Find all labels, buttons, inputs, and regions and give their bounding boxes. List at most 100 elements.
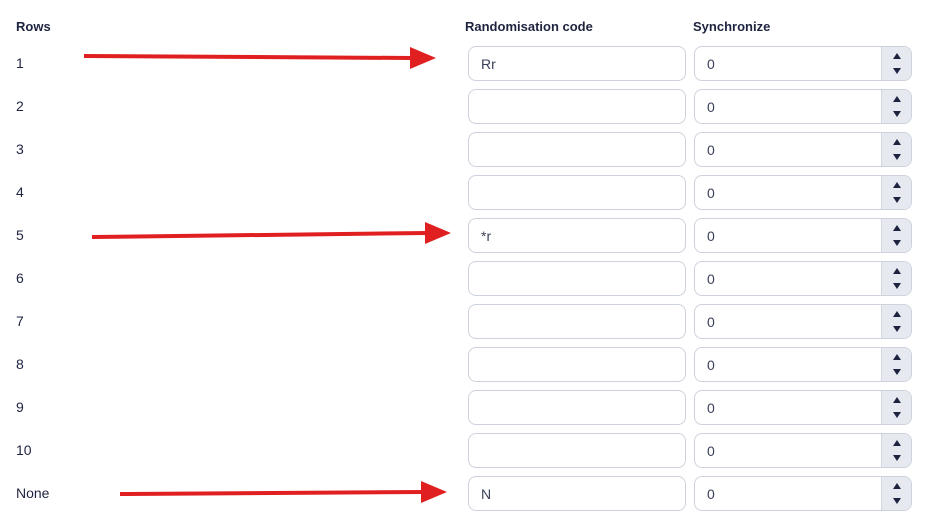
triangle-down-icon: [892, 369, 901, 375]
decrement-button[interactable]: [882, 63, 911, 79]
triangle-up-icon: [892, 268, 901, 274]
increment-button[interactable]: [882, 306, 911, 322]
triangle-up-icon: [892, 225, 901, 231]
increment-button[interactable]: [882, 263, 911, 279]
stepper-buttons: [881, 348, 911, 381]
stepper-buttons: [881, 219, 911, 252]
decrement-button[interactable]: [882, 149, 911, 165]
synchronize-input[interactable]: [695, 305, 881, 338]
increment-button[interactable]: [882, 349, 911, 365]
row-label: 4: [16, 184, 24, 200]
randomisation-code-input[interactable]: [468, 304, 686, 339]
table-row: 5: [0, 218, 934, 253]
synchronize-stepper[interactable]: [694, 433, 912, 468]
triangle-up-icon: [892, 483, 901, 489]
table-row: 10: [0, 433, 934, 468]
synchronize-stepper[interactable]: [694, 175, 912, 210]
synchronize-stepper[interactable]: [694, 46, 912, 81]
table-row: 2: [0, 89, 934, 124]
synchronize-stepper[interactable]: [694, 347, 912, 382]
triangle-up-icon: [892, 397, 901, 403]
stepper-buttons: [881, 262, 911, 295]
triangle-down-icon: [892, 326, 901, 332]
synchronize-input[interactable]: [695, 47, 881, 80]
synchronize-input[interactable]: [695, 477, 881, 510]
triangle-down-icon: [892, 111, 901, 117]
increment-button[interactable]: [882, 220, 911, 236]
increment-button[interactable]: [882, 134, 911, 150]
triangle-down-icon: [892, 412, 901, 418]
table-row: 6: [0, 261, 934, 296]
synchronize-stepper[interactable]: [694, 390, 912, 425]
stepper-buttons: [881, 90, 911, 123]
randomisation-code-input[interactable]: [468, 347, 686, 382]
row-label: 10: [16, 442, 32, 458]
triangle-up-icon: [892, 182, 901, 188]
synchronize-stepper[interactable]: [694, 89, 912, 124]
synchronize-stepper[interactable]: [694, 261, 912, 296]
decrement-button[interactable]: [882, 321, 911, 337]
decrement-button[interactable]: [882, 235, 911, 251]
synchronize-stepper[interactable]: [694, 218, 912, 253]
decrement-button[interactable]: [882, 192, 911, 208]
decrement-button[interactable]: [882, 278, 911, 294]
increment-button[interactable]: [882, 435, 911, 451]
table-row: 4: [0, 175, 934, 210]
row-label: 2: [16, 98, 24, 114]
randomisation-code-input[interactable]: [468, 261, 686, 296]
increment-button[interactable]: [882, 392, 911, 408]
row-label: 6: [16, 270, 24, 286]
table-row: 8: [0, 347, 934, 382]
increment-button[interactable]: [882, 48, 911, 64]
synchronize-stepper[interactable]: [694, 304, 912, 339]
randomisation-code-input[interactable]: [468, 46, 686, 81]
randomisation-code-input[interactable]: [468, 89, 686, 124]
synchronize-input[interactable]: [695, 262, 881, 295]
randomisation-code-input[interactable]: [468, 433, 686, 468]
row-label: 9: [16, 399, 24, 415]
randomisation-code-input[interactable]: [468, 175, 686, 210]
triangle-up-icon: [892, 354, 901, 360]
header-randomisation-code: Randomisation code: [465, 19, 593, 34]
synchronize-input[interactable]: [695, 391, 881, 424]
stepper-buttons: [881, 47, 911, 80]
row-label: 3: [16, 141, 24, 157]
stepper-buttons: [881, 133, 911, 166]
increment-button[interactable]: [882, 478, 911, 494]
decrement-button[interactable]: [882, 364, 911, 380]
decrement-button[interactable]: [882, 407, 911, 423]
decrement-button[interactable]: [882, 106, 911, 122]
synchronize-input[interactable]: [695, 348, 881, 381]
row-label: 8: [16, 356, 24, 372]
synchronize-stepper[interactable]: [694, 132, 912, 167]
table-row: 1: [0, 46, 934, 81]
row-label: 1: [16, 55, 24, 71]
synchronize-input[interactable]: [695, 176, 881, 209]
triangle-up-icon: [892, 53, 901, 59]
decrement-button[interactable]: [882, 450, 911, 466]
stepper-buttons: [881, 176, 911, 209]
randomisation-code-input[interactable]: [468, 132, 686, 167]
synchronize-input[interactable]: [695, 434, 881, 467]
synchronize-stepper[interactable]: [694, 476, 912, 511]
randomisation-code-input[interactable]: [468, 476, 686, 511]
decrement-button[interactable]: [882, 493, 911, 509]
triangle-up-icon: [892, 311, 901, 317]
row-label: 7: [16, 313, 24, 329]
randomisation-code-input[interactable]: [468, 390, 686, 425]
triangle-down-icon: [892, 197, 901, 203]
increment-button[interactable]: [882, 177, 911, 193]
table-row: None: [0, 476, 934, 511]
triangle-down-icon: [892, 240, 901, 246]
triangle-up-icon: [892, 139, 901, 145]
synchronize-input[interactable]: [695, 219, 881, 252]
row-label: 5: [16, 227, 24, 243]
synchronize-input[interactable]: [695, 90, 881, 123]
triangle-down-icon: [892, 68, 901, 74]
header-rows: Rows: [16, 19, 51, 34]
stepper-buttons: [881, 391, 911, 424]
synchronize-input[interactable]: [695, 133, 881, 166]
stepper-buttons: [881, 477, 911, 510]
increment-button[interactable]: [882, 91, 911, 107]
randomisation-code-input[interactable]: [468, 218, 686, 253]
